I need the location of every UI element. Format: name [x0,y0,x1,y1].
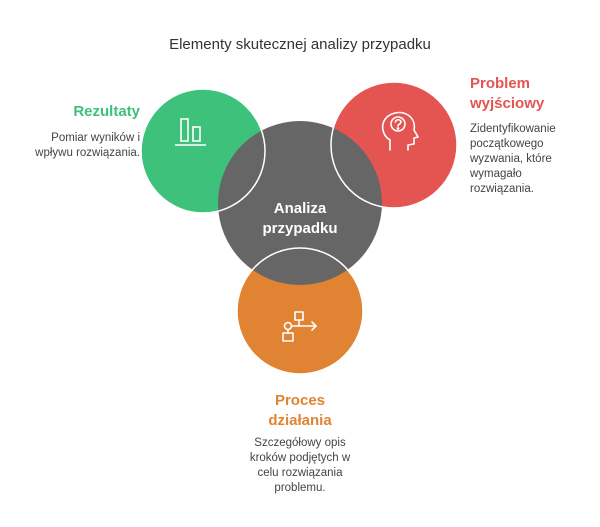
process-description: Szczegółowy opis kroków podjętych w celu… [220,436,380,496]
problem-desc-line: Zidentyfikowanie [470,123,556,135]
problem-desc-line: wymagało [470,168,522,180]
process-desc-line: celu rozwiązania [257,467,343,479]
process-title-line: Proces [274,392,326,409]
problem-title-line: Problem [470,75,531,92]
bar-chart-icon [175,118,206,146]
process-circle [237,248,363,374]
center-label-line1: Analiza [273,200,327,217]
process-desc-line: kroków podjętych w [249,452,351,464]
head-question-icon [381,111,419,151]
diagram-title: Elementy skutecznej analizy przypadku [169,36,431,53]
problem-desc-line: wyzwania, które [470,153,552,165]
problem-description: Zidentyfikowanie początkowego wyzwania, … [470,122,590,197]
process-title-line: działania [268,412,332,429]
center-label: Analiza przypadku [250,199,350,239]
results-desc-line: Pomiar wyników i [51,132,140,144]
process-desc-line: problemu. [274,482,326,494]
problem-desc-line: rozwiązania. [470,183,534,195]
problem-outline [330,81,458,209]
center-circle [218,121,382,285]
process-title: Proces działania [220,391,380,431]
results-desc-line: wpływu rozwiązania. [35,147,140,159]
problem-title: Problem wyjściowy [470,74,590,114]
problem-title-line: wyjściowy [470,95,545,112]
results-description: Pomiar wyników i wpływu rozwiązania. [20,131,140,161]
center-label-line2: przypadku [262,220,338,237]
flowchart-icon [282,311,317,342]
process-outline [236,247,364,375]
results-title: Rezultaty [73,103,140,120]
process-desc-line: Szczegółowy opis [254,437,346,449]
results-outline [140,88,266,214]
problem-desc-line: początkowego [470,138,544,150]
